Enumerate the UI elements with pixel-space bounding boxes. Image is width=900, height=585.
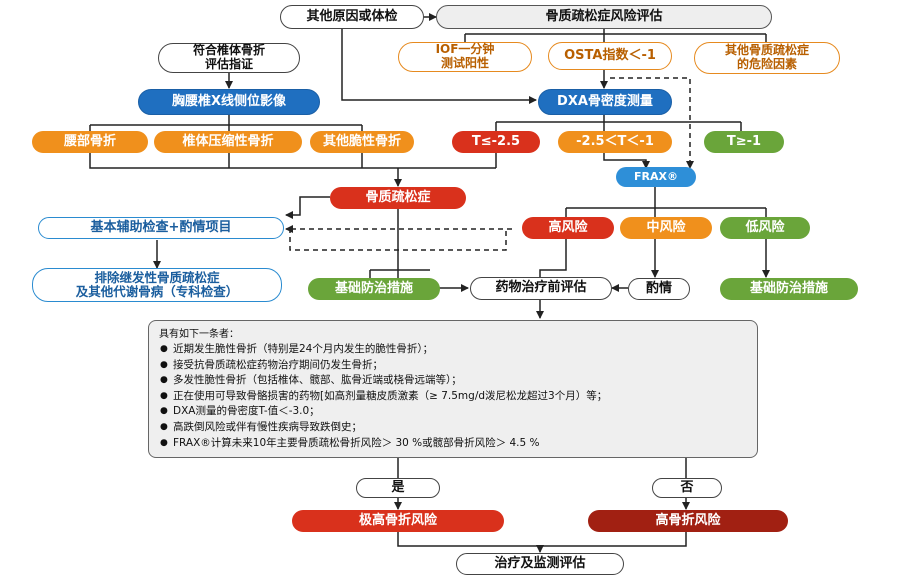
criteria-item: 正在使用可导致骨骼损害的药物[如高剂量糖皮质激素（≥ 7.5mg/d泼尼松龙超过… (160, 389, 747, 405)
edge-other-dxa (341, 27, 537, 104)
criteria-item: FRAX®计算未来10年主要骨质疏松骨折风险＞ 30 %或髋部骨折风险＞ 4.5… (160, 436, 747, 452)
vertebral-criteria-node: 符合椎体骨折 评估指证 (158, 43, 300, 73)
risk-assessment-node: 骨质疏松症风险评估 (436, 5, 772, 29)
edge-dashed-high-exam (289, 229, 507, 251)
no-node: 否 (652, 478, 722, 498)
criteria-item: 高跌倒风险或伴有慢性疾病导致跌倒史； (160, 420, 747, 436)
edge-high-pre (539, 238, 567, 278)
edge-osteo-down (369, 208, 468, 288)
t-mid-node: -2.5＜T＜-1 (558, 131, 672, 153)
criteria-heading: 具有如下一条者： (159, 329, 239, 340)
criteria-item: 接受抗骨质疏松症药物治疗期间仍发生骨折； (160, 358, 747, 374)
criteria-item: 多发性脆性骨折（包括椎体、髋部、肱骨近端或桡骨远端等）； (160, 373, 747, 389)
high-risk-node: 高风险 (522, 217, 614, 239)
edge-to-treatment (397, 532, 687, 552)
criteria-item: 近期发生脆性骨折（特别是24个月内发生的脆性骨折）； (160, 342, 747, 358)
very-high-risk-node: 极高骨折风险 (292, 510, 504, 532)
edge-osteo-exam (285, 196, 330, 219)
other-cause-node: 其他原因或体检 (280, 5, 424, 29)
high-fracture-risk-node: 高骨折风险 (588, 510, 788, 532)
edge-tmid-frax (603, 152, 650, 169)
vertebral-compression-node: 椎体压缩性骨折 (154, 131, 302, 153)
treatment-monitoring-node: 治疗及监测评估 (456, 553, 624, 575)
osteoporosis-node: 骨质疏松症 (330, 187, 466, 209)
mid-risk-node: 中风险 (620, 217, 712, 239)
edge-risk-subs (464, 27, 767, 42)
discretion-node: 酌情 (628, 278, 690, 300)
edge-fracture-bar (89, 124, 363, 132)
basic-exam-node: 基本辅助检查+酌情项目 (38, 217, 284, 239)
edge-criteria-yesno (397, 458, 687, 478)
spine-xray-node: 胸腰椎X线侧位影像 (138, 89, 320, 115)
basic-prevention-left-node: 基础防治措施 (308, 278, 440, 300)
dxa-node: DXA骨密度测量 (538, 89, 672, 115)
low-risk-node: 低风险 (720, 217, 810, 239)
t-high-node: T≥-1 (704, 131, 784, 153)
criteria-item: DXA测量的骨密度T-值＜-3.0； (160, 404, 747, 420)
yes-node: 是 (356, 478, 440, 498)
frax-node: FRAX® (616, 167, 696, 187)
edge-dashed-risk-frax (610, 77, 694, 169)
edge-frax-risks (565, 187, 767, 217)
edge-dxa-t (495, 115, 742, 131)
basic-prevention-right-node: 基础防治措施 (720, 278, 858, 300)
criteria-box: 具有如下一条者： 近期发生脆性骨折（特别是24个月内发生的脆性骨折）； 接受抗骨… (148, 320, 758, 458)
lumbar-fracture-node: 腰部骨折 (32, 131, 148, 153)
osta-index-node: OSTA指数＜-1 (548, 42, 672, 70)
criteria-list: 近期发生脆性骨折（特别是24个月内发生的脆性骨折）； 接受抗骨质疏松症药物治疗期… (159, 342, 747, 451)
other-risk-factors-node: 其他骨质疏松症 的危险因素 (694, 42, 840, 74)
exclude-secondary-node: 排除继发性骨质疏松症 及其他代谢骨病（专科检查） (32, 268, 282, 302)
edge-frac-osteo (89, 152, 497, 169)
pre-treatment-node: 药物治疗前评估 (470, 277, 612, 300)
iof-test-node: IOF一分钟 测试阳性 (398, 42, 532, 72)
t-low-node: T≤-2.5 (452, 131, 540, 153)
other-fragility-node: 其他脆性骨折 (310, 131, 414, 153)
